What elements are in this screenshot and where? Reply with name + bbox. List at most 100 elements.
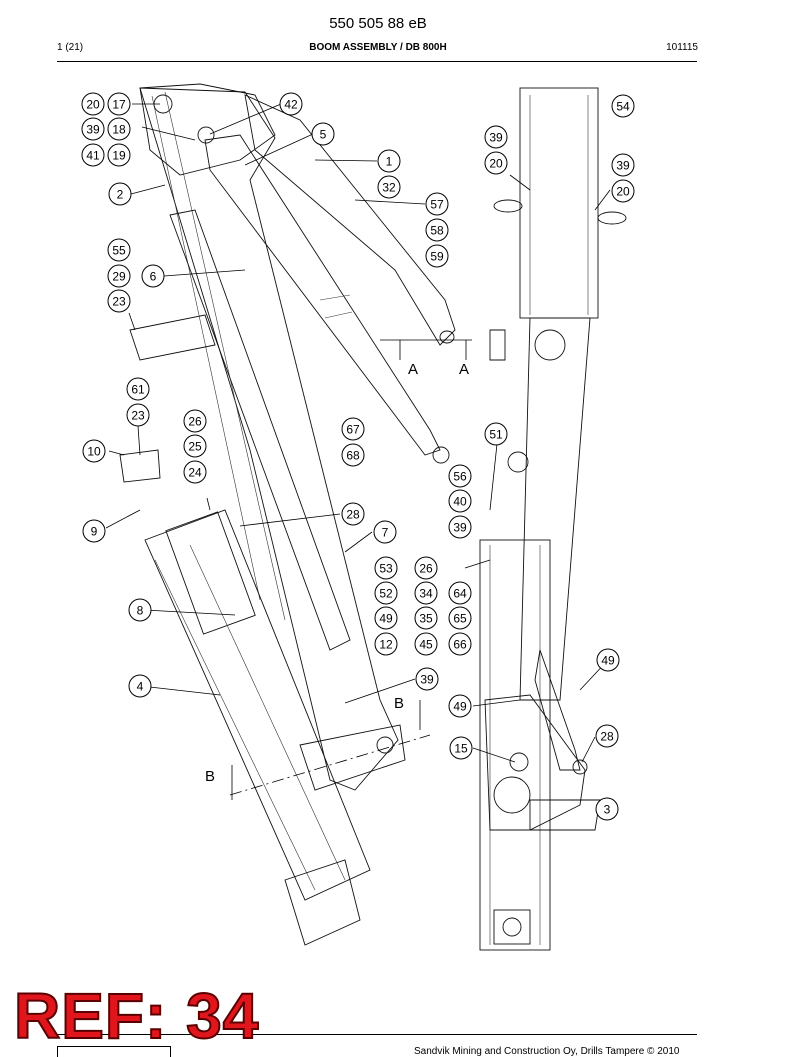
callout-number: 19 — [112, 149, 126, 163]
callout-number: 53 — [379, 562, 393, 576]
callout-balloon: 59 — [425, 244, 449, 268]
callout-number: 39 — [453, 521, 467, 535]
callout-circle — [448, 581, 472, 605]
callout-circle — [81, 92, 105, 116]
callout-balloon: 20 — [81, 92, 105, 116]
callout-number: 59 — [430, 250, 444, 264]
callout-balloon: 23 — [107, 289, 131, 313]
callout-circle — [183, 434, 207, 458]
callout-number: 20 — [86, 98, 100, 112]
callout-balloon: 66 — [448, 632, 472, 656]
callout-balloon: 5 — [311, 122, 335, 146]
callout-circle — [595, 797, 619, 821]
callout-circle — [484, 151, 508, 175]
document-number: 550 505 88 eB — [329, 15, 427, 32]
callout-circle — [141, 264, 165, 288]
callout-circle — [341, 417, 365, 441]
callout-number: 49 — [379, 612, 393, 626]
callout-balloon: 7 — [373, 520, 397, 544]
callout-circle — [107, 117, 131, 141]
callout-circle — [374, 606, 398, 630]
callout-number: 40 — [453, 495, 467, 509]
callout-circle — [484, 125, 508, 149]
callout-number: 67 — [346, 423, 360, 437]
callout-number: 54 — [616, 100, 630, 114]
callout-number: 34 — [419, 587, 433, 601]
callout-circle — [373, 520, 397, 544]
callout-number: 42 — [284, 98, 298, 112]
callout-balloon: 35 — [414, 606, 438, 630]
callout-circle — [128, 598, 152, 622]
callout-circle — [611, 153, 635, 177]
callout-number: 65 — [453, 612, 467, 626]
callout-balloon: 29 — [107, 264, 131, 288]
callout-number: 64 — [453, 587, 467, 601]
callout-number: 66 — [453, 638, 467, 652]
callout-circle — [414, 632, 438, 656]
callout-balloon: 58 — [425, 218, 449, 242]
callout-number: 5 — [320, 128, 327, 142]
callout-number: 3 — [604, 803, 611, 817]
callout-number: 6 — [150, 270, 157, 284]
callout-number: 52 — [379, 587, 393, 601]
callout-number: 17 — [112, 98, 126, 112]
callout-number: 7 — [382, 526, 389, 540]
callout-circle — [374, 581, 398, 605]
page-number: 1 (21) — [57, 42, 84, 53]
callout-circle — [81, 143, 105, 167]
callout-number: 4 — [137, 680, 144, 694]
callout-number: 56 — [453, 470, 467, 484]
callout-balloon: 45 — [414, 632, 438, 656]
footer-copyright: Sandvik Mining and Construction Oy, Dril… — [414, 1046, 680, 1057]
callout-circle — [414, 606, 438, 630]
callout-number: 39 — [420, 673, 434, 687]
callout-circle — [448, 694, 472, 718]
brand-logo — [57, 1046, 171, 1057]
callout-number: 35 — [419, 612, 433, 626]
callout-number: 25 — [188, 440, 202, 454]
callout-number: 10 — [87, 445, 101, 459]
callout-circle — [595, 724, 619, 748]
callout-balloon: 4 — [128, 674, 152, 698]
callout-number: 57 — [430, 198, 444, 212]
callout-balloon: 26 — [183, 409, 207, 433]
callout-circle — [415, 667, 439, 691]
callout-circle — [183, 460, 207, 484]
callout-balloon: 56 — [448, 464, 472, 488]
callout-balloon: 49 — [448, 694, 472, 718]
callout-balloon: 54 — [611, 94, 635, 118]
callout-circle — [81, 117, 105, 141]
callout-number: 15 — [454, 742, 468, 756]
callout-balloon: 41 — [81, 143, 105, 167]
callout-balloon: 8 — [128, 598, 152, 622]
callout-circle — [377, 149, 401, 173]
callout-balloon: 20 — [611, 179, 635, 203]
callout-circle — [126, 377, 150, 401]
callout-number: 18 — [112, 123, 126, 137]
callout-balloon: 18 — [107, 117, 131, 141]
callout-balloon: 39 — [448, 515, 472, 539]
callout-circle — [414, 581, 438, 605]
callout-circle — [279, 92, 303, 116]
callout-number: 61 — [131, 383, 145, 397]
callout-balloon: 39 — [415, 667, 439, 691]
callout-number: 32 — [382, 181, 396, 195]
callout-circle — [377, 175, 401, 199]
callout-balloon: 53 — [374, 556, 398, 580]
callout-circle — [311, 122, 335, 146]
callout-circle — [448, 489, 472, 513]
section-labels: A A B B — [205, 361, 469, 785]
callout-balloon: 15 — [449, 736, 473, 760]
callout-balloon: 17 — [107, 92, 131, 116]
header-rule — [57, 61, 697, 62]
callout-balloon: 28 — [341, 502, 365, 526]
callout-circle — [448, 464, 472, 488]
callout-number: 23 — [112, 295, 126, 309]
callout-number: 41 — [86, 149, 100, 163]
callout-number: 8 — [137, 604, 144, 618]
callout-number: 68 — [346, 449, 360, 463]
callout-circle — [414, 556, 438, 580]
callout-number: 23 — [131, 409, 145, 423]
callout-number: 39 — [489, 131, 503, 145]
